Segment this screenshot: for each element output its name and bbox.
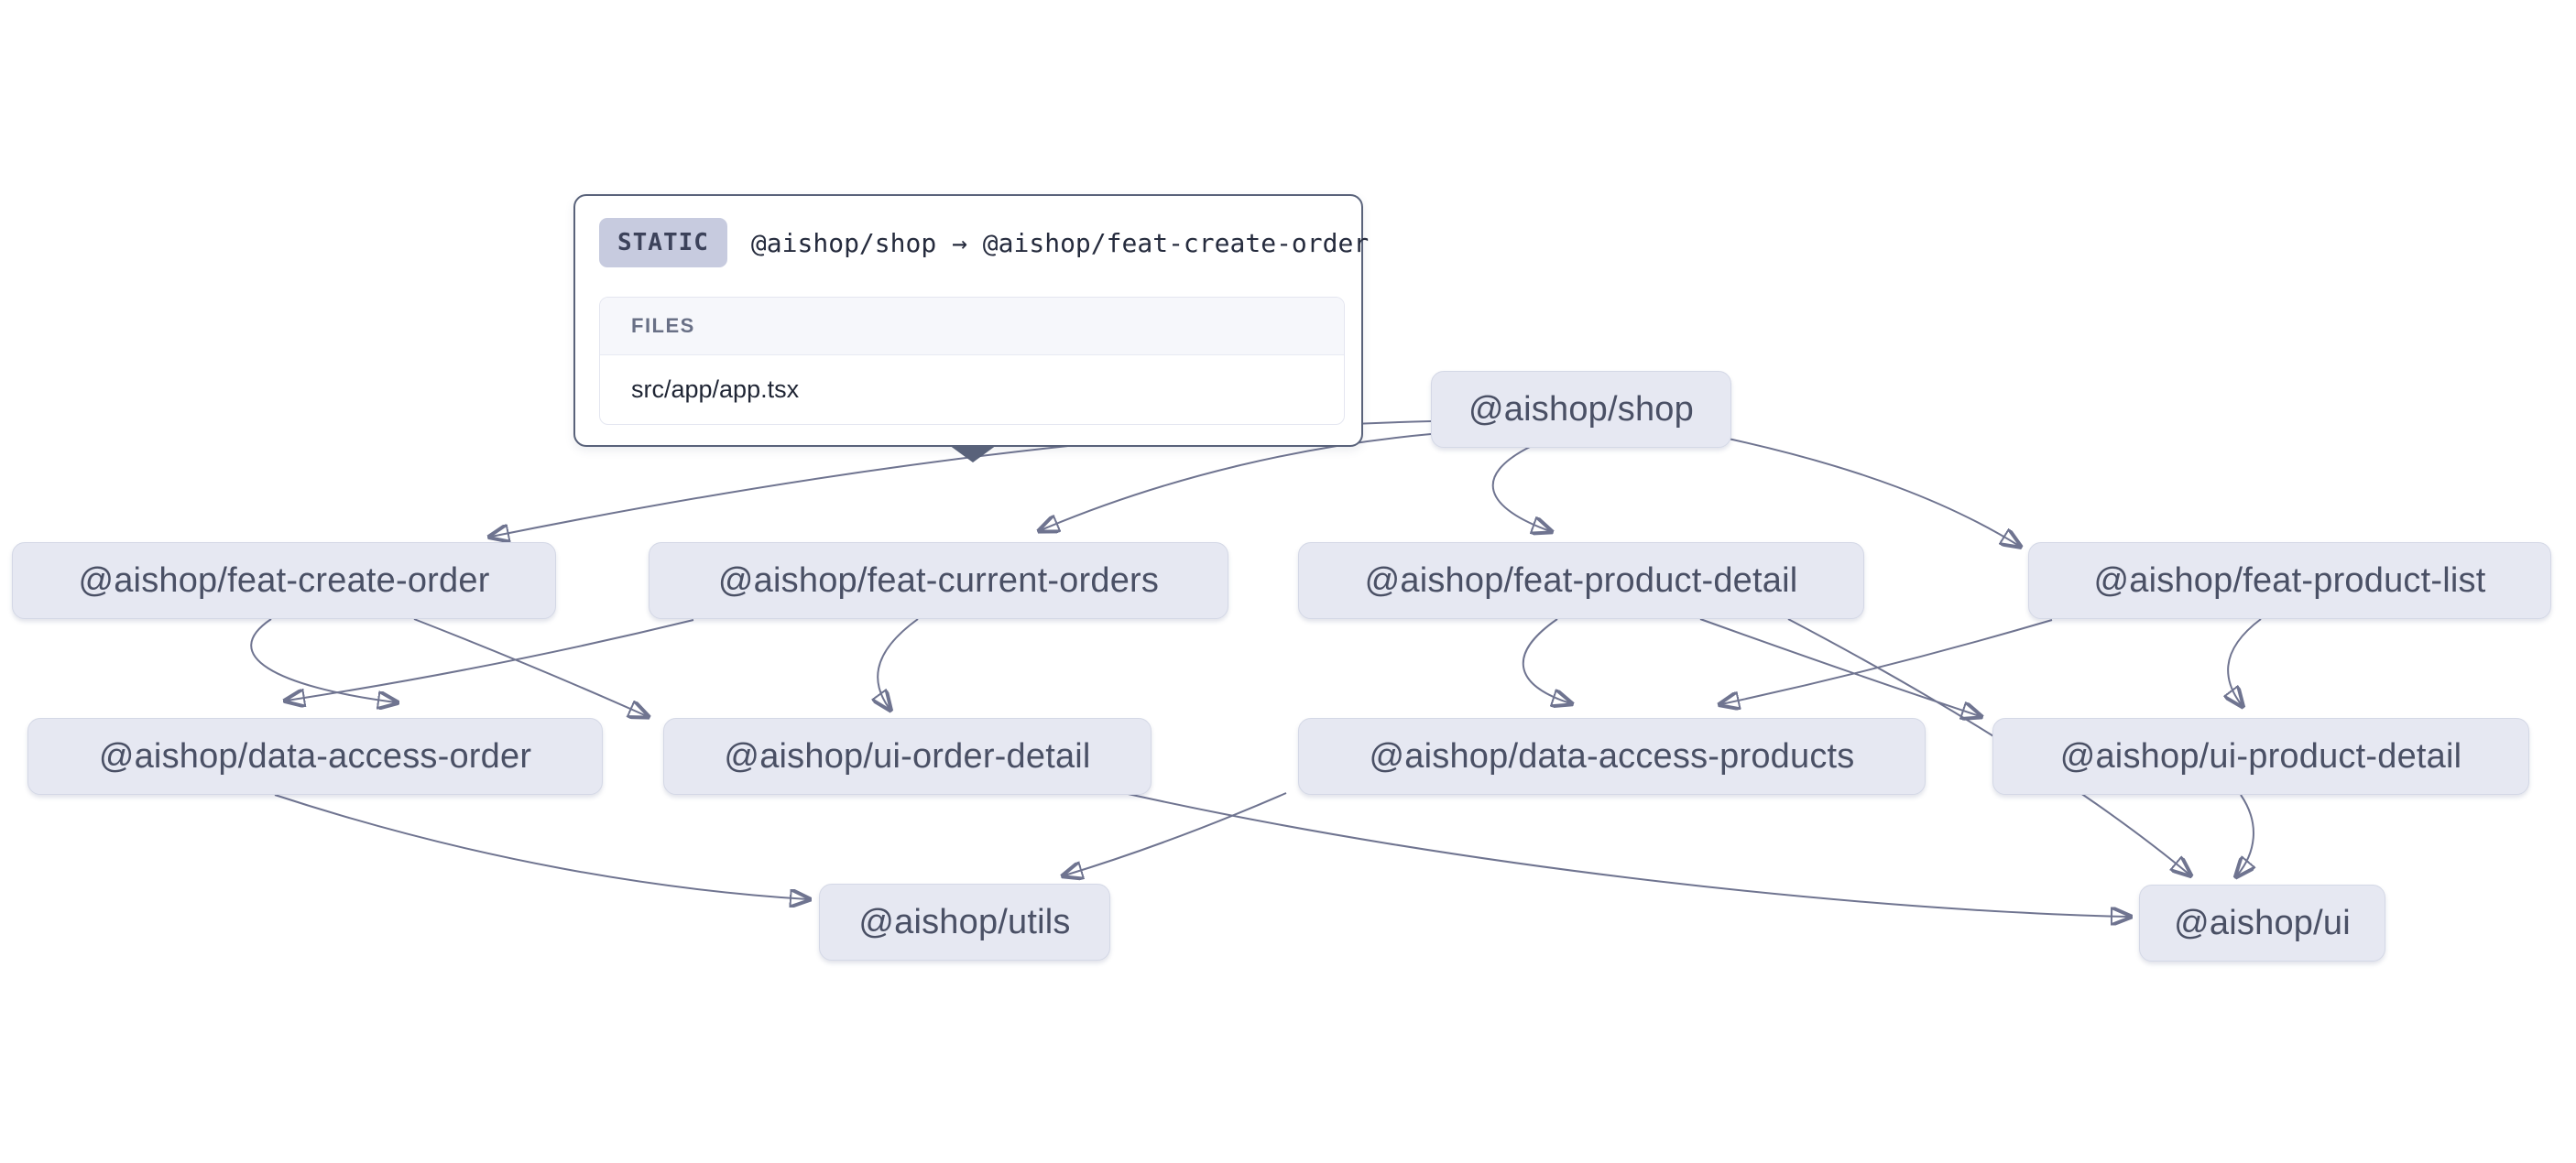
files-box: FILES src/app/app.tsx: [599, 297, 1345, 425]
edge-feat-product-list-to-data-access-products[interactable]: [1721, 619, 2053, 704]
graph-node-shop[interactable]: @aishop/shop: [1431, 371, 1731, 448]
graph-node-utils[interactable]: @aishop/utils: [819, 884, 1110, 961]
edge-ui-order-detail-to-ui[interactable]: [1115, 790, 2129, 917]
edge-type-badge: STATIC: [599, 218, 727, 267]
graph-node-feat-current-orders[interactable]: @aishop/feat-current-orders: [649, 542, 1228, 619]
graph-node-feat-product-detail[interactable]: @aishop/feat-product-detail: [1298, 542, 1864, 619]
edge-feat-current-orders-to-ui-order-detail[interactable]: [878, 618, 919, 709]
edge-shop-to-feat-product-list[interactable]: [1723, 437, 2019, 546]
edge-shop-to-feat-product-detail[interactable]: [1491, 445, 1550, 531]
edge-feat-current-orders-to-data-access-order[interactable]: [287, 619, 694, 701]
tooltip-header: STATIC @aishop/shop → @aishop/feat-creat…: [575, 196, 1369, 267]
graph-node-ui-product-detail[interactable]: @aishop/ui-product-detail: [1992, 718, 2529, 795]
graph-node-ui[interactable]: @aishop/ui: [2139, 885, 2385, 962]
edge-feat-create-order-to-ui-order-detail[interactable]: [413, 618, 647, 716]
edge-shop-to-feat-current-orders[interactable]: [1041, 433, 1432, 530]
file-item: src/app/app.tsx: [631, 375, 800, 403]
graph-node-data-access-order[interactable]: @aishop/data-access-order: [27, 718, 603, 795]
graph-node-feat-product-list[interactable]: @aishop/feat-product-list: [2028, 542, 2551, 619]
edge-ui-product-detail-to-ui[interactable]: [2237, 794, 2254, 875]
edge-label: @aishop/shop → @aishop/feat-create-order: [750, 227, 1370, 258]
edge-tooltip: STATIC @aishop/shop → @aishop/feat-creat…: [573, 194, 1369, 462]
graph-node-data-access-products[interactable]: @aishop/data-access-products: [1298, 718, 1926, 795]
edge-data-access-order-to-utils[interactable]: [274, 794, 808, 899]
edge-feat-create-order-to-data-access-order[interactable]: [250, 618, 396, 702]
graph-node-ui-order-detail[interactable]: @aishop/ui-order-detail: [663, 718, 1152, 795]
edge-feat-product-detail-to-data-access-products[interactable]: [1522, 618, 1570, 703]
graph-node-feat-create-order[interactable]: @aishop/feat-create-order: [12, 542, 556, 619]
tooltip-caret-icon: [949, 445, 997, 462]
edge-data-access-products-to-utils[interactable]: [1064, 792, 1287, 875]
edge-feat-product-list-to-ui-product-detail[interactable]: [2228, 618, 2262, 705]
edge-feat-product-detail-to-ui-product-detail[interactable]: [1699, 618, 1980, 716]
files-header: FILES: [600, 298, 1344, 355]
